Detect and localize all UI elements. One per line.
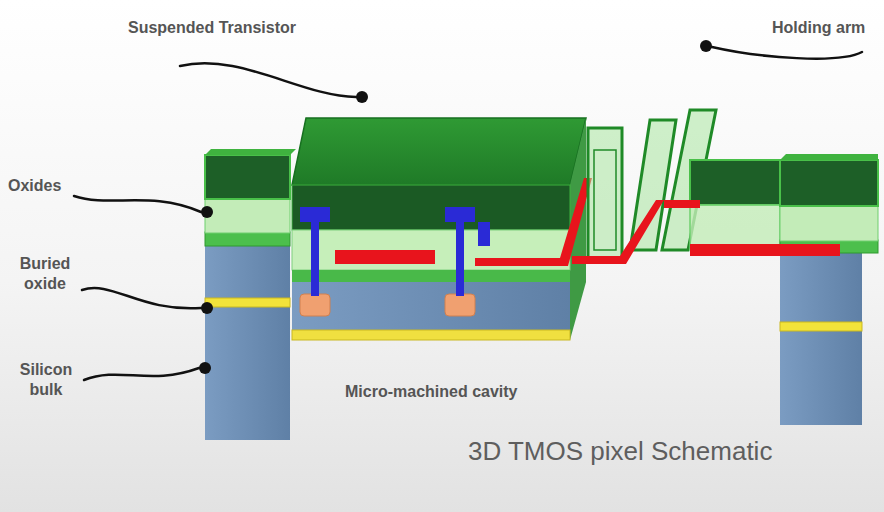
metal-contact (300, 207, 330, 222)
leader-line (180, 63, 356, 97)
oxide-layer (205, 232, 290, 246)
callout-label: Holding arm (772, 18, 865, 38)
leader-line (712, 47, 862, 59)
transistor-top-face (292, 118, 586, 185)
buried-oxide-layer (780, 322, 862, 331)
arm-wire (572, 200, 664, 264)
leader-line (82, 288, 201, 308)
buried-oxide-layer (205, 298, 290, 307)
interconnect (475, 178, 592, 266)
arm-segment (588, 128, 622, 258)
caption-text: 3D TMOS pixel Schematic (468, 436, 772, 466)
silicon-film (292, 282, 570, 330)
source-region (300, 294, 330, 316)
upper-oxide (292, 185, 570, 230)
arm-segment (690, 160, 780, 205)
left-pillar (205, 149, 296, 440)
arm-segment (690, 205, 780, 250)
silicon-bulk (205, 245, 290, 440)
leader-dot (356, 91, 368, 103)
top-oxide-block (780, 160, 878, 206)
leader-line (74, 196, 201, 212)
via (456, 222, 464, 296)
suspended-transistor (292, 118, 592, 340)
holding-arm (588, 110, 780, 258)
silicon-bulk (780, 252, 862, 425)
drain-region (445, 294, 475, 316)
arm-wire (690, 244, 840, 256)
callout-label: Oxides (8, 176, 61, 196)
arm-segment (594, 150, 616, 250)
leader-lines (74, 47, 862, 380)
buried-oxide-layer (292, 330, 570, 340)
gate (335, 250, 435, 264)
leader-dot (201, 302, 213, 314)
leader-dots (199, 40, 712, 374)
top-oxide-block (205, 155, 290, 199)
via (478, 222, 490, 246)
metal-contact (445, 207, 475, 222)
callout-label: Buried oxide (12, 254, 78, 294)
leader-dot (199, 362, 211, 374)
oxide-layer (780, 205, 878, 241)
top-face (205, 149, 296, 155)
callout-label: Micro-machined cavity (345, 382, 518, 402)
oxide-layer (292, 270, 570, 282)
callout-label: Silicon bulk (10, 360, 82, 400)
arm-wire (664, 200, 700, 208)
oxide-layer (205, 198, 290, 233)
leader-line (84, 368, 199, 380)
leader-dot (700, 40, 712, 52)
via (311, 222, 319, 296)
callout-label: Suspended Transistor (128, 18, 296, 38)
right-pillar (780, 154, 878, 425)
leader-dot (201, 206, 213, 218)
top-face (780, 154, 878, 160)
